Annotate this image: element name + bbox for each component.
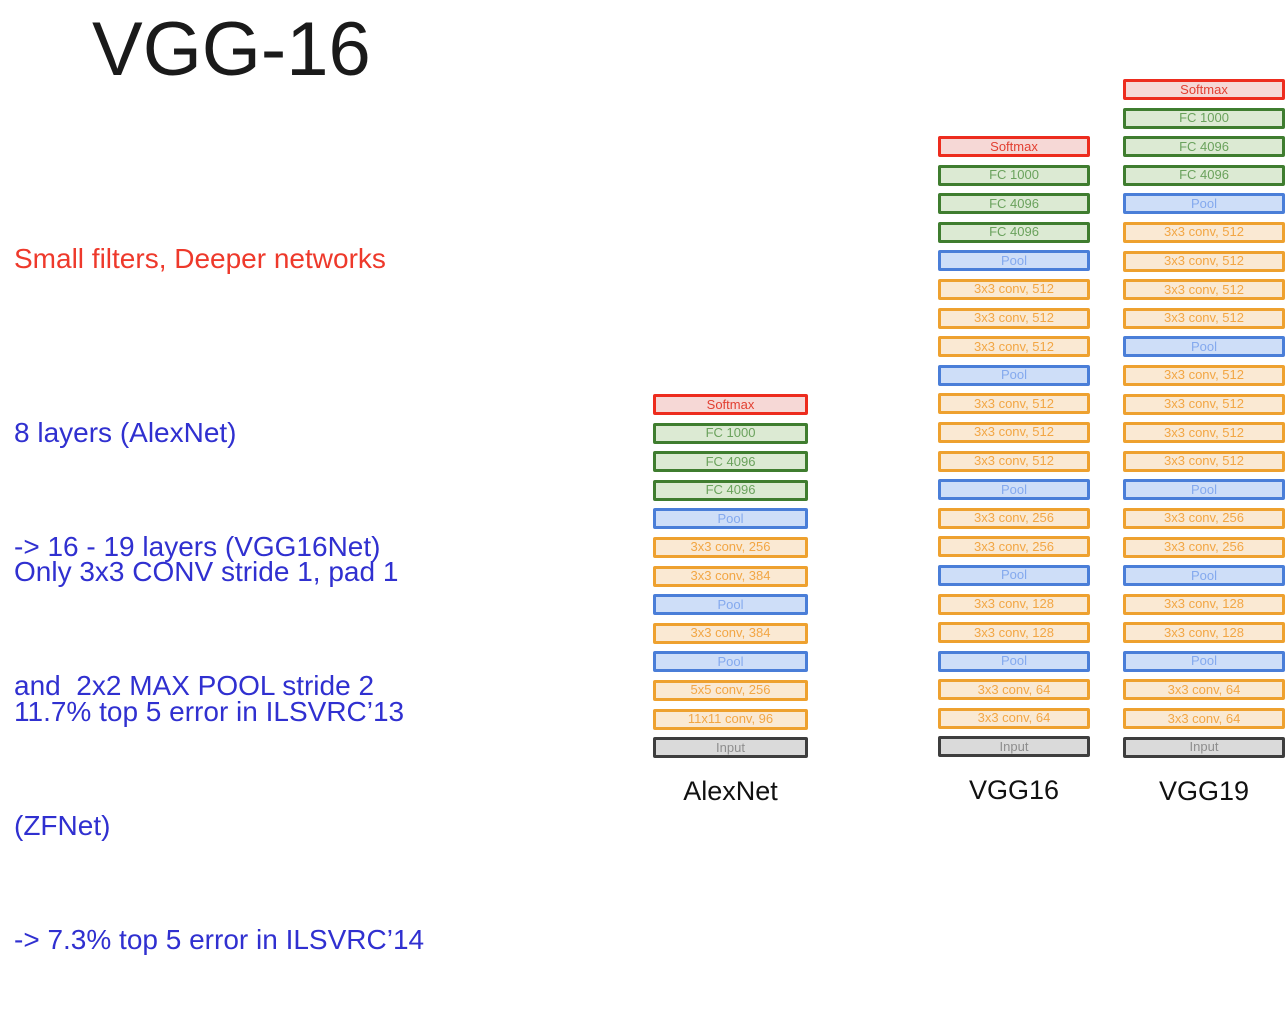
layer-box-fc: FC 4096 — [938, 221, 1090, 243]
layer-box-conv: 3x3 conv, 256 — [938, 507, 1090, 529]
slide-title: VGG-16 — [92, 7, 371, 92]
layer-box-conv: 3x3 conv, 128 — [938, 593, 1090, 615]
layer-box-softmax: Softmax — [938, 136, 1090, 157]
layer-box-conv: 3x3 conv, 512 — [1123, 393, 1285, 415]
layer-box-conv: 3x3 conv, 512 — [1123, 307, 1285, 329]
bullet-line: -> 16 - 19 layers (VGG16Net) — [14, 531, 381, 562]
layer-box-softmax: Softmax — [653, 394, 808, 415]
layer-box-conv: 3x3 conv, 256 — [938, 536, 1090, 558]
layer-box-conv: 3x3 conv, 512 — [1123, 279, 1285, 301]
slide-canvas: VGG-16 Small filters, Deeper networks 8 … — [14, 7, 1285, 955]
layer-box-fc: FC 1000 — [653, 422, 808, 444]
layer-box-pool: Pool — [938, 479, 1090, 501]
layer-box-conv: 3x3 conv, 512 — [938, 450, 1090, 472]
layer-box-pool: Pool — [1123, 336, 1285, 358]
layer-box-conv: 3x3 conv, 512 — [1123, 364, 1285, 386]
layer-box-input: Input — [653, 737, 808, 759]
highlight-text: Small filters, Deeper networks — [14, 243, 386, 274]
layer-box-conv: 3x3 conv, 128 — [938, 622, 1090, 644]
network-label: VGG16 — [968, 775, 1060, 806]
layer-box-pool: Pool — [653, 508, 808, 530]
bullet-group-layer-counts: 8 layers (AlexNet) -> 16 - 19 layers (VG… — [14, 338, 380, 642]
layer-box-pool: Pool — [938, 250, 1090, 272]
layer-box-conv: 3x3 conv, 64 — [938, 679, 1090, 701]
layer-box-conv: 3x3 conv, 512 — [938, 336, 1090, 358]
layer-box-pool: Pool — [938, 650, 1090, 672]
layer-box-conv: 3x3 conv, 512 — [1123, 422, 1285, 444]
layer-box-conv: 3x3 conv, 256 — [653, 536, 808, 558]
layer-box-input: Input — [938, 736, 1090, 758]
layer-box-conv: 3x3 conv, 128 — [1123, 622, 1285, 644]
layer-box-softmax: Softmax — [1123, 79, 1285, 100]
bullet-line: 11.7% top 5 error in ILSVRC’13 — [14, 696, 405, 727]
bullet-group-error-rates: 11.7% top 5 error in ILSVRC’13 (ZFNet) -… — [14, 617, 424, 1035]
layer-box-conv: 3x3 conv, 512 — [938, 421, 1090, 443]
layer-box-input: Input — [1123, 736, 1285, 758]
network-label: AlexNet — [683, 776, 778, 807]
layer-box-conv: 3x3 conv, 512 — [1123, 250, 1285, 272]
layer-box-fc: FC 4096 — [653, 479, 808, 501]
bullet-line: -> 7.3% top 5 error in ILSVRC’14 — [14, 924, 425, 955]
layer-box-pool: Pool — [938, 364, 1090, 386]
layer-box-pool: Pool — [1123, 650, 1285, 672]
bullet-line: and 2x2 MAX POOL stride 2 — [14, 670, 375, 701]
layer-box-pool: Pool — [1123, 479, 1285, 501]
layer-box-conv: 3x3 conv, 64 — [938, 707, 1090, 729]
layer-box-fc: FC 4096 — [1123, 164, 1285, 186]
layer-box-conv: 3x3 conv, 128 — [1123, 593, 1285, 615]
layer-box-conv: 3x3 conv, 384 — [653, 565, 808, 587]
layer-box-conv: 3x3 conv, 512 — [938, 307, 1090, 329]
network-label: VGG19 — [1158, 775, 1250, 806]
layer-box-conv: 11x11 conv, 96 — [653, 708, 808, 730]
layer-box-pool: Pool — [1123, 193, 1285, 215]
layer-box-conv: 3x3 conv, 64 — [1123, 679, 1285, 701]
layer-box-conv: 3x3 conv, 512 — [1123, 221, 1285, 243]
layer-box-pool: Pool — [653, 594, 808, 616]
layer-box-fc: FC 4096 — [1123, 136, 1285, 158]
layer-box-pool: Pool — [1123, 565, 1285, 587]
layer-box-pool: Pool — [938, 564, 1090, 586]
bullet-line: 8 layers (AlexNet) — [14, 417, 237, 448]
layer-box-pool: Pool — [653, 651, 808, 673]
layer-box-fc: FC 1000 — [938, 164, 1090, 186]
layer-box-conv: 3x3 conv, 64 — [1123, 708, 1285, 730]
bullet-line: Only 3x3 CONV stride 1, pad 1 — [14, 556, 399, 587]
layer-box-conv: 3x3 conv, 512 — [1123, 450, 1285, 472]
bullet-group-conv-pool: Only 3x3 CONV stride 1, pad 1 and 2x2 MA… — [14, 477, 398, 781]
layer-box-conv: 3x3 conv, 384 — [653, 622, 808, 644]
layer-box-fc: FC 4096 — [653, 451, 808, 473]
bullet-line: (ZFNet) — [14, 810, 111, 841]
layer-box-conv: 3x3 conv, 256 — [1123, 536, 1285, 558]
layer-box-fc: FC 1000 — [1123, 107, 1285, 129]
layer-box-conv: 3x3 conv, 512 — [938, 393, 1090, 415]
layer-box-conv: 5x5 conv, 256 — [653, 679, 808, 701]
layer-box-conv: 3x3 conv, 512 — [938, 278, 1090, 300]
layer-box-fc: FC 4096 — [938, 193, 1090, 215]
layer-box-conv: 3x3 conv, 256 — [1123, 507, 1285, 529]
